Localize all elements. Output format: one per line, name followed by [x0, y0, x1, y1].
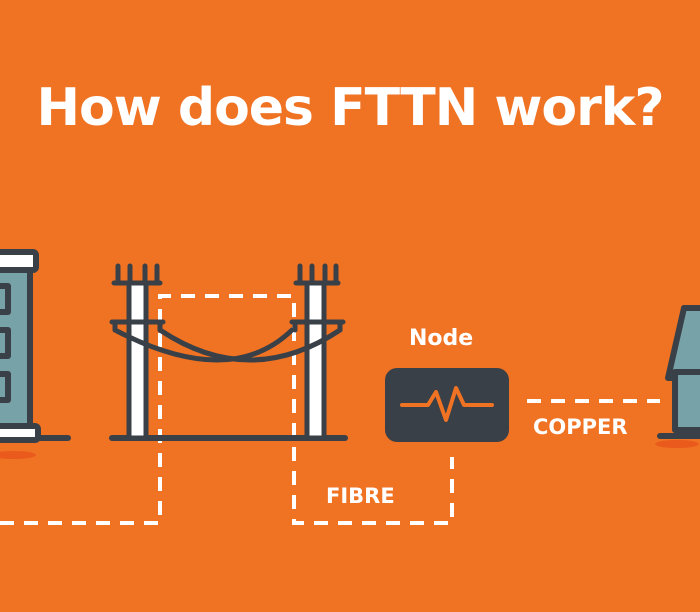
- copper-label: COPPER: [533, 415, 628, 439]
- exchange-shadow: [0, 451, 36, 459]
- node-box-icon: [385, 368, 509, 442]
- house-shadow: [655, 440, 699, 448]
- node-label: Node: [409, 326, 474, 351]
- fibre-label: FIBRE: [326, 484, 395, 508]
- exchange-building-icon: [0, 249, 71, 443]
- power-pole-icon: [109, 263, 348, 441]
- house-icon: [657, 305, 700, 439]
- page-title: How does FTTN work?: [36, 78, 664, 138]
